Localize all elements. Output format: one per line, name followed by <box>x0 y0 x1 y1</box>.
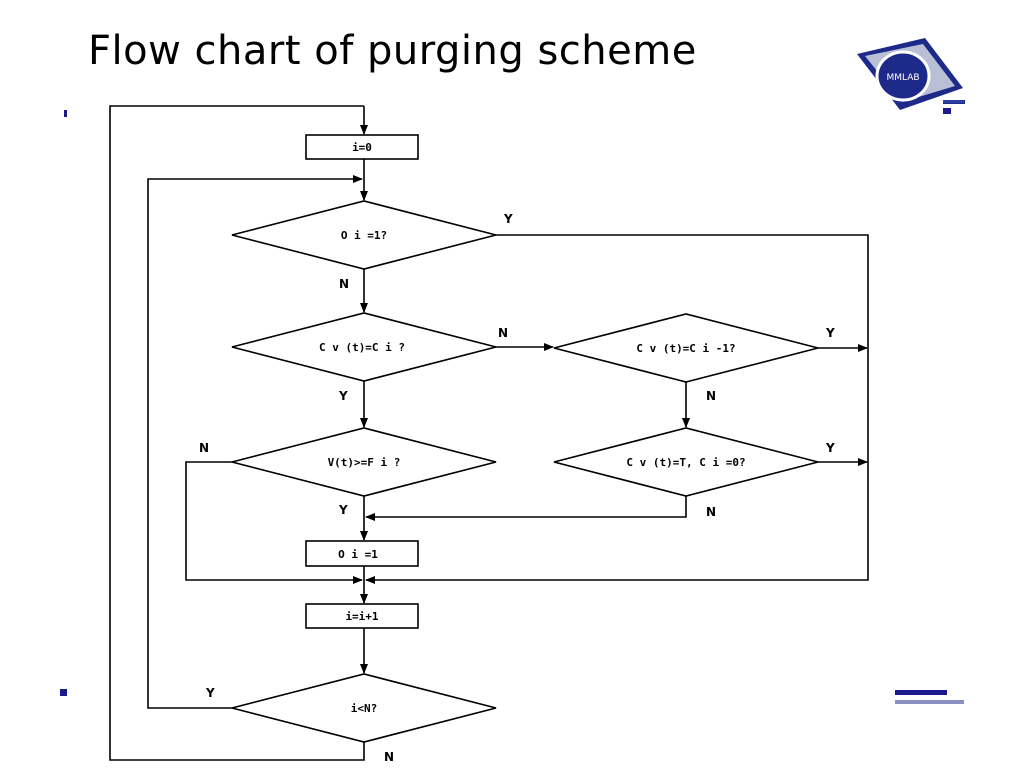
decision-cv-ci-label: C v (t)=C i ? <box>319 341 405 354</box>
init-label: i=0 <box>352 141 372 154</box>
branch-no-label: N <box>199 441 209 455</box>
bullet-marker <box>60 689 67 696</box>
decision-loop-label: i<N? <box>351 702 378 715</box>
branch-no-label: N <box>339 277 349 291</box>
decision-loop <box>231 673 497 743</box>
branch-no-label: N <box>384 750 394 764</box>
branch-yes-label: Y <box>338 503 348 517</box>
decision-oi-label: O i =1? <box>341 229 387 242</box>
branch-no-label: N <box>706 505 716 519</box>
branch-yes-label: Y <box>338 389 348 403</box>
corner-bar <box>943 108 951 114</box>
set-oi-box <box>305 540 419 567</box>
branch-yes-label: Y <box>503 212 513 226</box>
decision-cv-t-label: C v (t)=T, C i =0? <box>626 456 745 469</box>
increment-label: i=i+1 <box>345 610 378 623</box>
branch-yes-label: Y <box>825 441 835 455</box>
init-box <box>305 134 419 160</box>
decision-cv-ci-minus-label: C v (t)=C i -1? <box>636 342 735 355</box>
mmlab-logo: MMLAB <box>857 38 965 110</box>
decision-v-fi-label: V(t)>=F i ? <box>328 456 401 469</box>
branch-no-label: N <box>498 326 508 340</box>
corner-bar <box>895 690 947 695</box>
corner-bar <box>943 100 964 103</box>
logo-text: MMLAB <box>886 73 919 83</box>
page-title: Flow chart of purging scheme <box>88 28 697 74</box>
decision-v-fi <box>231 427 497 497</box>
branch-yes-label: Y <box>205 686 215 700</box>
branch-no-label: N <box>706 389 716 403</box>
increment-box <box>305 603 419 629</box>
set-oi-label: O i =1 <box>338 548 378 561</box>
branch-yes-label: Y <box>825 326 835 340</box>
corner-bar <box>895 700 964 704</box>
bullet-marker <box>64 110 67 117</box>
